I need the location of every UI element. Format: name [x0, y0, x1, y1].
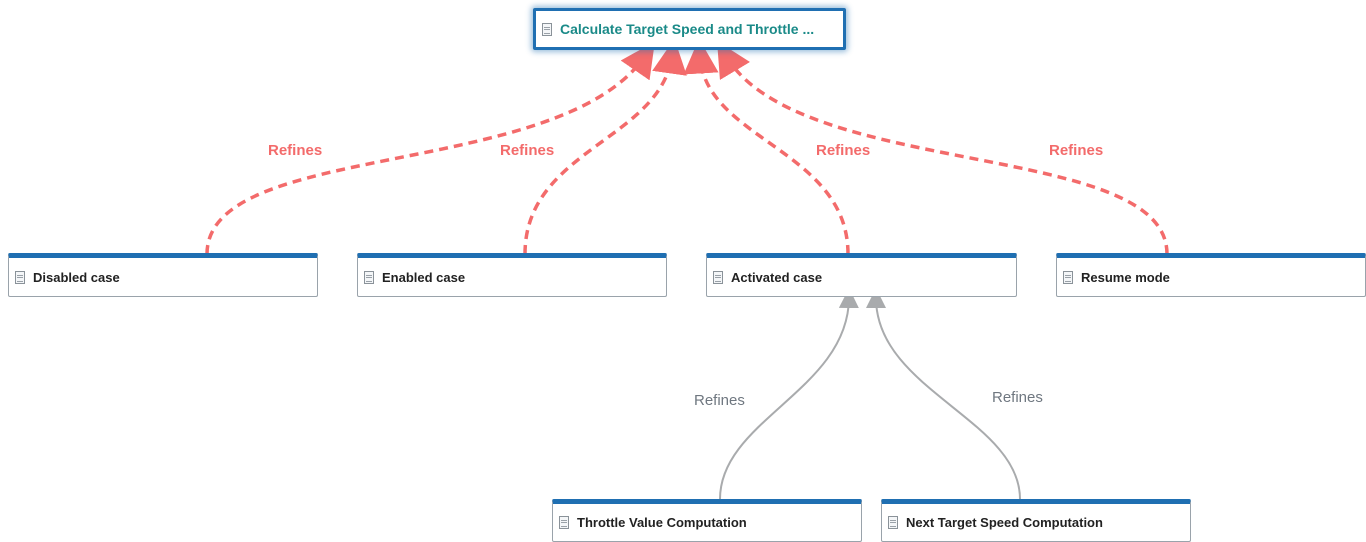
- refines-label-disabled-case: Refines: [268, 142, 323, 159]
- refines-link-throttle-value[interactable]: [719, 288, 859, 500]
- root-node-label: Calculate Target Speed and Throttle ...: [560, 21, 815, 37]
- node-disabled-case[interactable]: Disabled case: [8, 253, 318, 297]
- node-label: Resume mode: [1081, 269, 1170, 285]
- node-next-target-speed-computation[interactable]: Next Target Speed Computation: [881, 499, 1191, 542]
- node-label: Next Target Speed Computation: [906, 515, 1103, 530]
- node-activated-case[interactable]: Activated case: [706, 253, 1017, 297]
- node-resume-mode[interactable]: Resume mode: [1056, 253, 1366, 297]
- refines-label-resume-mode: Refines: [1049, 142, 1104, 159]
- refines-label-activated-case: Refines: [816, 142, 871, 159]
- document-icon: [888, 516, 898, 529]
- document-icon: [364, 270, 374, 284]
- refines-label-next-target-speed: Refines: [992, 389, 1043, 406]
- node-label: Activated case: [731, 269, 823, 285]
- document-icon: [15, 270, 25, 284]
- node-enabled-case[interactable]: Enabled case: [357, 253, 667, 297]
- node-throttle-value-computation[interactable]: Throttle Value Computation: [552, 499, 862, 542]
- refines-label-enabled-case: Refines: [500, 142, 555, 159]
- refines-link-disabled-case[interactable]: [205, 41, 655, 255]
- document-icon: [713, 270, 723, 284]
- node-label: Enabled case: [382, 269, 466, 285]
- node-label: Disabled case: [33, 269, 120, 285]
- document-icon: [542, 22, 552, 36]
- root-node[interactable]: Calculate Target Speed and Throttle ...: [533, 8, 846, 50]
- refines-link-resume-mode[interactable]: [716, 40, 1169, 255]
- refines-link-next-target-speed[interactable]: [866, 288, 1021, 500]
- document-icon: [1063, 270, 1073, 284]
- refines-link-activated-case[interactable]: [683, 38, 850, 255]
- refines-label-throttle-value: Refines: [694, 392, 745, 409]
- refines-link-enabled-case[interactable]: [523, 38, 687, 255]
- node-label: Throttle Value Computation: [577, 515, 747, 530]
- document-icon: [559, 516, 569, 529]
